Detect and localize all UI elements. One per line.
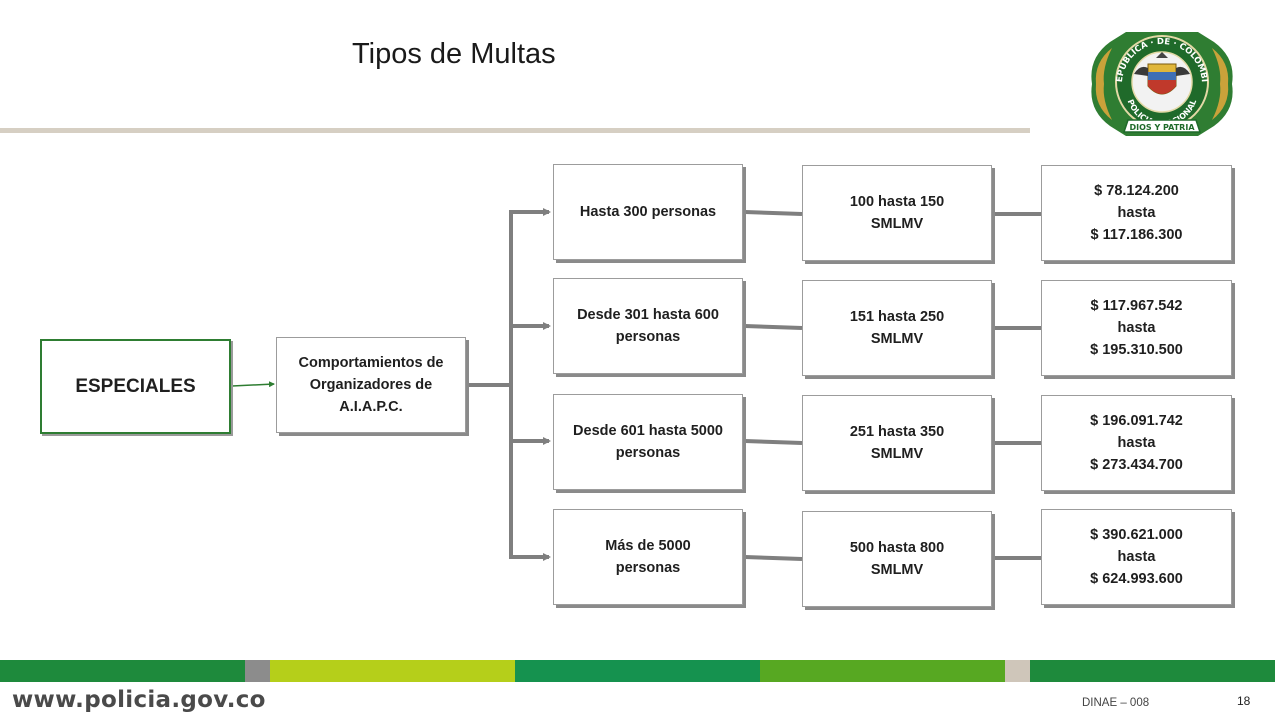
smlmv-unit-4: SMLMV <box>870 562 924 578</box>
root-to-category-arrow <box>231 381 275 388</box>
smlmv-node-2: 151 hasta 250 SMLMV <box>802 280 992 376</box>
amount-min-1: $ 78.124.200 <box>1094 183 1179 199</box>
amount-node-3: $ 196.091.742 hasta $ 273.434.700 <box>1041 395 1232 491</box>
amount-node-1: $ 78.124.200 hasta $ 117.186.300 <box>1041 165 1232 261</box>
amount-sep-1: hasta <box>1117 205 1156 221</box>
smlmv-node-4: 500 hasta 800 SMLMV <box>802 511 992 607</box>
footer-bar-segment-1 <box>0 660 245 682</box>
smlmv-range-1: 100 hasta 150 <box>849 194 945 210</box>
category-node-label: Comportamientos de Organizadores de A.I.… <box>298 355 444 415</box>
amount-max-3: $ 273.434.700 <box>1090 457 1183 473</box>
footer-bar-segment-4 <box>515 660 760 682</box>
amount-max-4: $ 624.993.600 <box>1090 571 1183 587</box>
smlmv-unit-3: SMLMV <box>870 446 924 462</box>
smlmv-node-1: 100 hasta 150 SMLMV <box>802 165 992 261</box>
title-divider <box>0 128 1030 133</box>
link-attendance-smlmv-1 <box>744 210 803 216</box>
attendance-label-3: Desde 601 hasta 5000 personas <box>573 423 723 461</box>
footer-bar-segment-6 <box>1005 660 1030 682</box>
footer-bar-segment-3 <box>270 660 515 682</box>
amount-sep-4: hasta <box>1117 549 1156 565</box>
amount-max-2: $ 195.310.500 <box>1090 342 1183 358</box>
link-attendance-smlmv-4 <box>744 555 803 561</box>
link-attendance-smlmv-2 <box>744 324 803 330</box>
amount-min-4: $ 390.621.000 <box>1090 527 1183 543</box>
policia-nacional-seal-icon: REPUBLICA · DE · COLOMBIA POLICIA · NACI… <box>1088 28 1233 136</box>
amount-node-2: $ 117.967.542 hasta $ 195.310.500 <box>1041 280 1232 376</box>
amount-sep-3: hasta <box>1117 435 1156 451</box>
amount-node-4: $ 390.621.000 hasta $ 624.993.600 <box>1041 509 1232 605</box>
footer-website-link[interactable]: www.policia.gov.co <box>12 687 266 713</box>
footer-bar-segment-7 <box>1030 660 1275 682</box>
smlmv-range-3: 251 hasta 350 <box>849 424 945 440</box>
amount-min-3: $ 196.091.742 <box>1090 413 1183 429</box>
attendance-label-2: Desde 301 hasta 600 personas <box>577 307 719 345</box>
smlmv-unit-2: SMLMV <box>870 331 924 347</box>
slide-title: Tipos de Multas <box>352 38 556 70</box>
attendance-label-1: Hasta 300 personas <box>579 204 717 220</box>
footer-bar-segment-5 <box>760 660 1005 682</box>
attendance-label-4: Más de 5000 personas <box>605 538 691 576</box>
smlmv-unit-1: SMLMV <box>870 216 924 232</box>
category-node: Comportamientos de Organizadores de A.I.… <box>276 337 466 433</box>
link-attendance-smlmv-3 <box>744 439 803 445</box>
amount-min-2: $ 117.967.542 <box>1090 298 1183 314</box>
smlmv-range-2: 151 hasta 250 <box>849 309 945 325</box>
attendance-node-1: Hasta 300 personas <box>553 164 743 260</box>
footer-document-code: DINAE – 008 <box>1082 697 1150 709</box>
amount-max-1: $ 117.186.300 <box>1090 227 1183 243</box>
smlmv-node-3: 251 hasta 350 SMLMV <box>802 395 992 491</box>
root-node-especiales: ESPECIALES <box>40 339 231 434</box>
footer-bar-segment-2 <box>245 660 270 682</box>
attendance-node-4: Más de 5000 personas <box>553 509 743 605</box>
svg-text:DIOS Y PATRIA: DIOS Y PATRIA <box>1129 123 1195 132</box>
attendance-node-2: Desde 301 hasta 600 personas <box>553 278 743 374</box>
attendance-node-3: Desde 601 hasta 5000 personas <box>553 394 743 490</box>
root-node-label: ESPECIALES <box>75 375 196 397</box>
smlmv-range-4: 500 hasta 800 <box>849 540 945 556</box>
amount-sep-2: hasta <box>1117 320 1156 336</box>
page-number: 18 <box>1237 694 1251 708</box>
